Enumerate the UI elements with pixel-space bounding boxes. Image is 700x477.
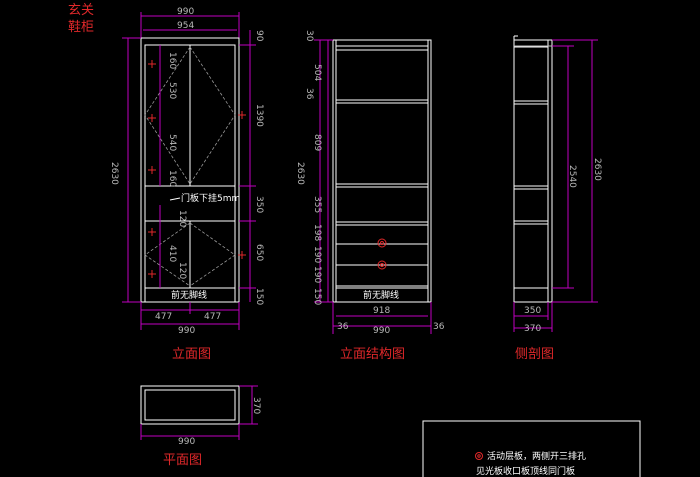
elev-bottom-total: 990 — [178, 326, 195, 336]
elev-bottom-right: 477 — [204, 312, 221, 322]
drawer-knob-2 — [377, 260, 387, 270]
elev-shelf-2: 530 — [167, 82, 177, 99]
struct-side-right: 36 — [433, 322, 445, 332]
elev-lower-1: 120 — [177, 210, 187, 227]
elev-right-upper: 1390 — [254, 104, 264, 127]
struct-seg-2: 504 — [312, 64, 322, 81]
section-depth-inner: 350 — [524, 306, 541, 316]
elev-top-width-outer: 990 — [177, 7, 194, 17]
struct-inner-width: 918 — [373, 306, 390, 316]
struct-seg-5: 355 — [312, 196, 322, 213]
drawer-knob-1 — [377, 238, 387, 248]
shelf-pin-marks — [148, 60, 246, 278]
elev-left-total: 2630 — [109, 162, 119, 185]
title-line2: 鞋柜 — [68, 19, 94, 35]
struct-kick-label: 前无脚线 — [363, 289, 399, 301]
struct-bottom-total: 990 — [373, 326, 390, 336]
elevation-caption: 立面图 — [172, 347, 211, 362]
struct-seg-7: 190 — [312, 246, 322, 263]
elev-right-base: 150 — [254, 288, 264, 305]
notes-box: 活动层板，两侧开三排孔 见光板收口板顶线同门板 — [422, 420, 641, 477]
plan-view: 370 990 平面图 — [140, 385, 261, 468]
note-line-1: 活动层板，两侧开三排孔 — [487, 450, 586, 462]
note-line-2: 见光板收口板顶线同门板 — [476, 465, 575, 477]
plan-caption: 平面图 — [163, 453, 202, 468]
elev-kick-label: 前无脚线 — [171, 289, 207, 301]
struct-seg-8: 190 — [312, 266, 322, 283]
elev-bottom-left: 477 — [155, 312, 172, 322]
elev-right-lower: 650 — [254, 244, 264, 261]
struct-left-total: 2630 — [295, 162, 305, 185]
elev-right-top: 90 — [254, 30, 264, 42]
section-inner-height: 2540 — [567, 165, 577, 188]
struct-side-left: 36 — [337, 322, 349, 332]
section-total-height: 2630 — [592, 158, 602, 181]
section-depth-total: 370 — [524, 324, 541, 334]
structure-view: 前无脚线 2630 30 504 36 809 355 198 190 190 … — [295, 30, 445, 362]
struct-seg-1: 30 — [304, 30, 314, 42]
plan-width: 990 — [178, 437, 195, 447]
structure-caption: 立面结构图 — [340, 347, 405, 362]
elev-lower-3: 120 — [177, 262, 187, 279]
section-view: 2540 2630 350 370 侧剖图 — [513, 35, 602, 362]
elev-lower-2: 410 — [167, 245, 177, 262]
elev-shelf-4: 160 — [167, 170, 177, 187]
plan-depth: 370 — [251, 397, 261, 414]
struct-seg-4: 809 — [312, 134, 322, 151]
elev-shelf-1: 160 — [167, 52, 177, 69]
struct-seg-6: 198 — [312, 224, 322, 241]
elev-top-width-inner: 954 — [177, 21, 194, 31]
door-hang-note: 门板下挂5mm — [181, 192, 240, 204]
title-line1: 玄关 — [68, 3, 94, 18]
elevation-view: 990 954 160 530 540 160 — [109, 7, 264, 362]
elev-shelf-3: 540 — [167, 134, 177, 151]
elev-right-mid: 350 — [254, 196, 264, 213]
section-caption: 侧剖图 — [515, 347, 554, 362]
struct-seg-9: 150 — [312, 288, 322, 305]
struct-seg-3: 36 — [304, 88, 314, 100]
